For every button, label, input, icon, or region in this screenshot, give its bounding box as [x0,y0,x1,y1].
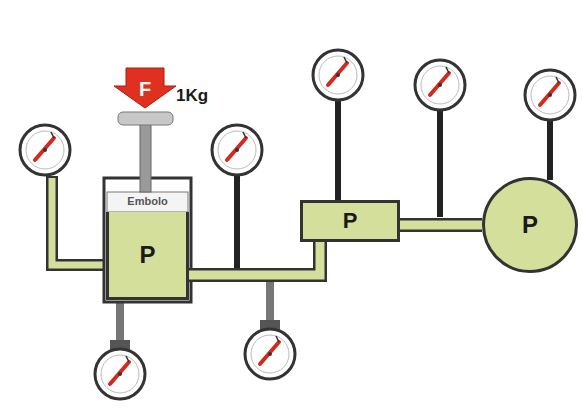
pipe-stroke [189,242,320,275]
fluid-pipe [189,242,320,275]
fluid-chamber: P [300,200,400,242]
fluid-pipe [400,225,482,226]
pressure-label: P [343,208,358,234]
mass-label: 1Kg [176,86,208,106]
fluid-chamber: P [106,212,189,300]
pipe-stroke [400,221,482,230]
pipe-stroke [189,242,320,275]
pressure-label: P [139,241,155,269]
pipe-stroke [400,218,482,232]
pressure-label: P [522,211,538,239]
force-letter: F [139,78,151,101]
sphere-chamber: P [482,177,578,273]
piston-label: Embolo [127,195,167,207]
